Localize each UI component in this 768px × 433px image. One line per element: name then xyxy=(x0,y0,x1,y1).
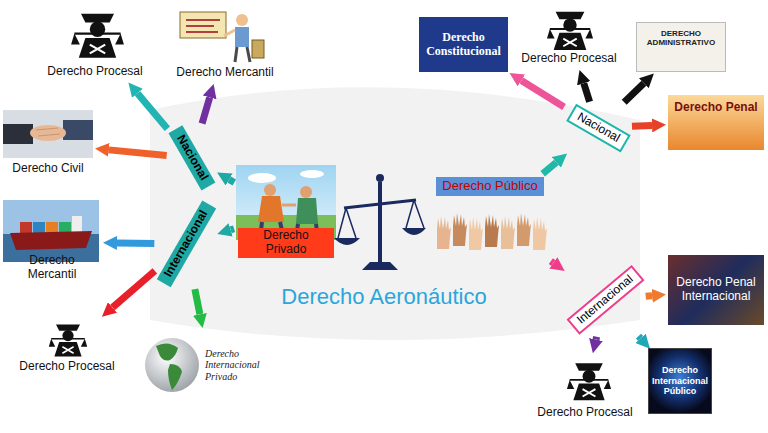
connector-arrow xyxy=(638,336,640,338)
area-box: Derecho Constitucional xyxy=(419,17,508,72)
area-node: Derecho Internacional Privado xyxy=(145,330,275,400)
procesal-icon xyxy=(547,12,593,50)
scale-symbol xyxy=(334,174,426,270)
area-node: Derecho Procesal xyxy=(517,5,621,68)
node-label: Derecho Procesal xyxy=(19,360,114,374)
connector-arrow xyxy=(551,261,553,263)
procesal-icon xyxy=(567,363,611,400)
area-box: Derecho Penal Internacional xyxy=(668,255,764,325)
procesal-icon xyxy=(71,14,124,58)
ship-picture xyxy=(3,200,99,262)
ground-shade xyxy=(150,87,640,340)
mercantil-picture xyxy=(180,12,264,62)
node-label: Derecho Penal Internacional xyxy=(670,276,762,304)
connector-arrow xyxy=(117,239,154,247)
connector-arrow xyxy=(202,97,210,123)
connector-arrow xyxy=(632,122,652,130)
node-label: Derecho Procesal xyxy=(47,65,142,79)
node-label: Derecho Civil xyxy=(12,162,83,176)
area-box: Derecho Penal xyxy=(668,95,764,150)
publico-box: Derecho Público xyxy=(430,175,550,260)
area-box: DERECHO ADMINISTRATIVO xyxy=(636,22,726,72)
globe-picture xyxy=(145,338,199,392)
hands-picture xyxy=(437,213,547,250)
area-box: Derecho Internacional Público xyxy=(648,348,712,414)
procesal-icon xyxy=(49,324,87,356)
connector-arrow xyxy=(592,337,600,340)
connector-arrow xyxy=(229,179,234,182)
handshake-picture xyxy=(3,110,93,158)
connector-arrow xyxy=(195,289,200,314)
connector-arrow xyxy=(137,93,167,128)
node-label: Derecho Público xyxy=(436,177,543,196)
connector-arrow xyxy=(646,292,652,300)
node-label: Derecho Internacional Público xyxy=(651,365,709,396)
area-node: Derecho Civil xyxy=(3,110,93,178)
connector-arrow xyxy=(584,83,590,101)
connector-arrow xyxy=(109,150,167,156)
area-node: Derecho Mercantil xyxy=(168,8,282,82)
node-label: Derecho Mercantil xyxy=(176,66,273,80)
area-node: Derecho Mercantil xyxy=(3,200,101,284)
connector-arrow xyxy=(113,271,155,308)
node-label: Derecho Constitucional xyxy=(421,31,506,59)
connector-arrow xyxy=(624,83,644,102)
connector-arrow xyxy=(521,80,564,106)
node-label: Derecho Procesal xyxy=(521,52,616,66)
area-node: Derecho Procesal xyxy=(14,318,120,376)
connector-arrow xyxy=(231,229,234,230)
node-label: Derecho Internacional Privado xyxy=(205,348,273,383)
node-label: DERECHO ADMINISTRATIVO xyxy=(639,29,723,47)
diagram-title: Derecho Aeronáutico xyxy=(234,284,534,310)
area-node: Derecho Procesal xyxy=(533,355,637,422)
node-label: Derecho Penal xyxy=(674,101,757,115)
privado-box: Derecho Privado xyxy=(236,165,336,260)
node-label: Derecho Mercantil xyxy=(5,254,99,282)
node-label: Derecho Procesal xyxy=(537,406,632,420)
area-node: Derecho Procesal xyxy=(40,5,150,81)
connector-arrow xyxy=(543,162,557,173)
node-label: Derecho Privado xyxy=(238,228,334,258)
